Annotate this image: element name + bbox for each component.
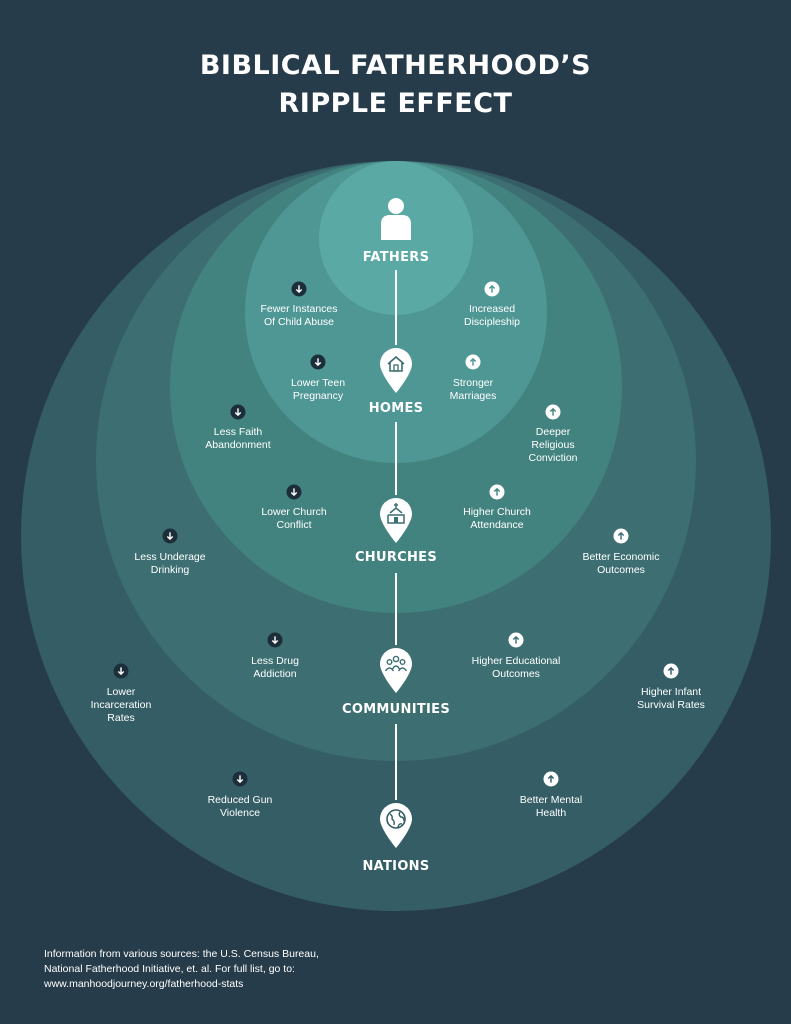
decrease-arrow-icon: [291, 281, 307, 297]
source-line-2: National Fatherhood Initiative, et. al. …: [44, 963, 295, 975]
effect-label: Deeper Religious Conviction: [528, 426, 578, 464]
level-homes: HOMES: [368, 401, 424, 416]
effect-label: Higher Church Attendance: [463, 506, 531, 531]
increase-arrow-icon: [613, 528, 629, 544]
decrease-arrow-icon: [230, 404, 246, 420]
increase-arrow-icon: [545, 404, 561, 420]
effect-label: Less Underage Drinking: [134, 551, 206, 576]
level-fathers: FATHERS: [362, 250, 430, 265]
person-icon: [381, 198, 411, 240]
effect-label: Increased Discipleship: [463, 303, 521, 328]
increase-arrow-icon: [465, 354, 481, 370]
effect-label: Lower Church Conflict: [261, 506, 327, 531]
house-pin-icon: [380, 348, 412, 393]
level-churches: CHURCHES: [354, 550, 438, 565]
effect-label: Lower Incarceration Rates: [90, 686, 152, 724]
source-note: Information from various sources: the U.…: [44, 947, 384, 992]
increase-arrow-icon: [489, 484, 505, 500]
increase-arrow-icon: [543, 771, 559, 787]
decrease-arrow-icon: [162, 528, 178, 544]
level-communities: COMMUNITIES: [342, 702, 450, 717]
page-title-line-1: BIBLICAL FATHERHOOD’S: [199, 50, 592, 81]
church-pin-icon: [380, 498, 412, 543]
effect-label: Less Faith Abandonment: [205, 426, 271, 451]
source-line-1: Information from various sources: the U.…: [44, 948, 319, 960]
increase-arrow-icon: [508, 632, 524, 648]
effect-label: Higher Infant Survival Rates: [637, 686, 705, 711]
increase-arrow-icon: [484, 281, 500, 297]
decrease-arrow-icon: [113, 663, 129, 679]
increase-arrow-icon: [663, 663, 679, 679]
effect-label: Stronger Marriages: [449, 377, 497, 402]
effect-label: Higher Educational Outcomes: [471, 655, 561, 680]
decrease-arrow-icon: [286, 484, 302, 500]
level-nations: NATIONS: [362, 859, 430, 874]
effect-label: Reduced Gun Violence: [207, 794, 273, 819]
page-title-line-2: RIPPLE EFFECT: [278, 88, 513, 119]
effect-label: Better Mental Health: [519, 794, 583, 819]
decrease-arrow-icon: [310, 354, 326, 370]
effect-label: Fewer Instances Of Child Abuse: [260, 303, 338, 328]
people-pin-icon: [380, 648, 412, 693]
effect-label: Less Drug Addiction: [251, 655, 299, 680]
decrease-arrow-icon: [232, 771, 248, 787]
effect-label: Lower Teen Pregnancy: [290, 377, 346, 402]
effect-label: Better Economic Outcomes: [582, 551, 660, 576]
source-url: www.manhoodjourney.org/fatherhood-stats: [44, 978, 244, 990]
decrease-arrow-icon: [267, 632, 283, 648]
globe-pin-icon: [380, 803, 412, 848]
